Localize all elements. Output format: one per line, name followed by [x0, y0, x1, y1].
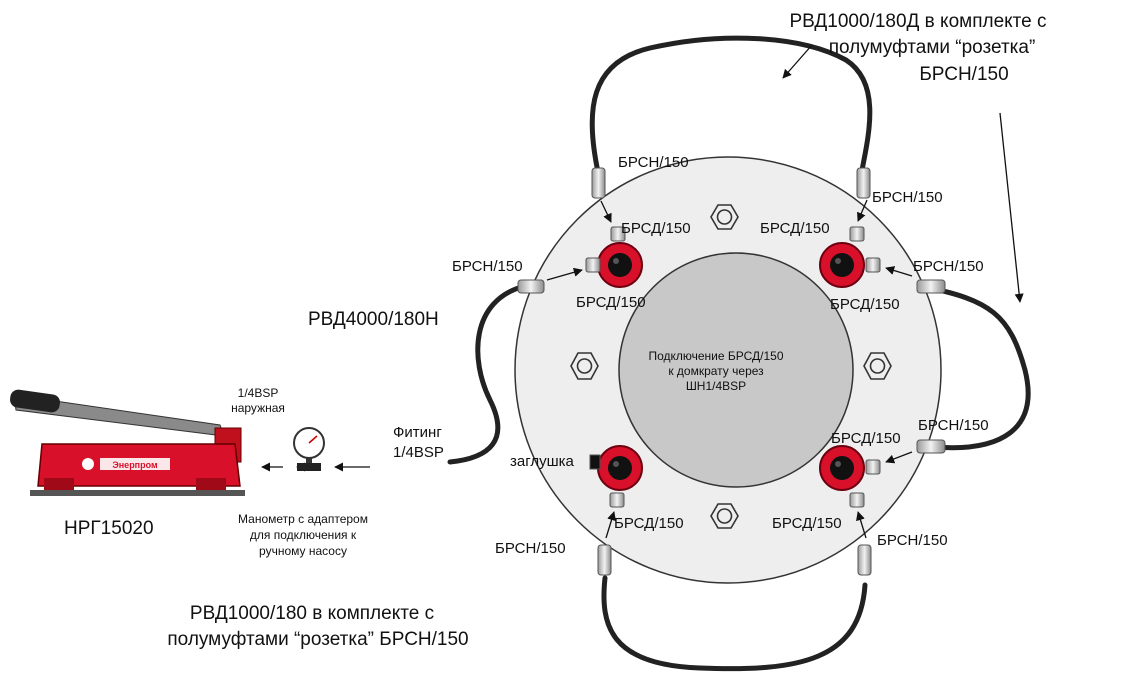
svg-text:полумуфтами “розетка” БРСН/150: полумуфтами “розетка” БРСН/150 — [167, 629, 468, 650]
svg-text:Подключение БРСД/150: Подключение БРСД/150 — [648, 349, 783, 363]
svg-text:РВД1000/180 в комплекте с: РВД1000/180 в комплекте с — [190, 603, 434, 624]
svg-text:1/4BSP: 1/4BSP — [393, 444, 444, 461]
center-caption: Подключение БРСД/150 к домкрату через ШН… — [648, 349, 783, 393]
svg-text:наружная: наружная — [231, 401, 285, 415]
pointer-arrow — [261, 44, 1024, 539]
bottom-hose-caption: РВД1000/180 в комплекте с полумуфтами “р… — [167, 603, 468, 650]
hose — [447, 35, 1031, 672]
coupler-label: БРСД/150 — [621, 220, 691, 237]
coupler-label: БРСН/150 — [913, 258, 984, 275]
jack-center-disc — [618, 252, 854, 488]
gauge-thread-label: 1/4BSP наружная — [231, 386, 285, 415]
svg-text:ручному насосу: ручному насосу — [259, 544, 347, 558]
fitting-label: Фитинг 1/4BSP — [393, 424, 444, 461]
svg-text:Манометр с адаптером: Манометр с адаптером — [238, 512, 368, 526]
red-coupling-bottom-right — [819, 445, 865, 491]
pump-label: НРГ15020 — [64, 518, 154, 539]
gauge-caption: Манометр с адаптером для подключения к р… — [238, 512, 368, 558]
coupler-label: БРСД/150 — [576, 294, 646, 311]
svg-text:Фитинг: Фитинг — [393, 424, 442, 441]
hex-bolt — [570, 204, 892, 529]
coupler-label: БРСД/150 — [831, 430, 901, 447]
coupler-label: БРСН/150 — [872, 189, 943, 206]
svg-text:1/4BSP: 1/4BSP — [238, 386, 279, 400]
coupler-label: БРСН/150 — [495, 540, 566, 557]
coupling-fitting — [585, 226, 881, 508]
plug-label: заглушка — [510, 453, 575, 470]
top-hose-caption: РВД1000/180Д в комплекте с полумуфтами “… — [789, 11, 1046, 85]
hose-end-fitting — [517, 167, 946, 576]
pump-brand-logo: Энерпром — [112, 460, 158, 470]
coupler-label: БРСН/150 — [452, 258, 523, 275]
red-coupling-top-left — [597, 242, 643, 288]
long-hose-label: РВД4000/180Н — [308, 309, 439, 330]
svg-text:к домкрату через: к домкрату через — [668, 364, 764, 378]
red-coupling-top-right — [819, 242, 865, 288]
pressure-gauge — [293, 427, 325, 471]
svg-text:для подключения к: для подключения к — [250, 528, 357, 542]
red-coupling-bottom-left — [597, 445, 643, 491]
svg-text:полумуфтами “розетка”: полумуфтами “розетка” — [829, 37, 1036, 58]
svg-text:БРСН/150: БРСН/150 — [919, 64, 1008, 85]
coupler-label: БРСД/150 — [760, 220, 830, 237]
coupler-label: БРСД/150 — [772, 515, 842, 532]
coupler-label: БРСН/150 — [918, 417, 989, 434]
coupler-label: БРСН/150 — [618, 154, 689, 171]
coupler-label: БРСД/150 — [830, 296, 900, 313]
svg-text:РВД1000/180Д в комплекте с: РВД1000/180Д в комплекте с — [789, 11, 1046, 32]
hand-pump: Энерпром — [10, 389, 245, 496]
svg-text:ШН1/4BSP: ШН1/4BSP — [686, 379, 746, 393]
coupler-label: БРСН/150 — [877, 532, 948, 549]
coupler-label: БРСД/150 — [614, 515, 684, 532]
